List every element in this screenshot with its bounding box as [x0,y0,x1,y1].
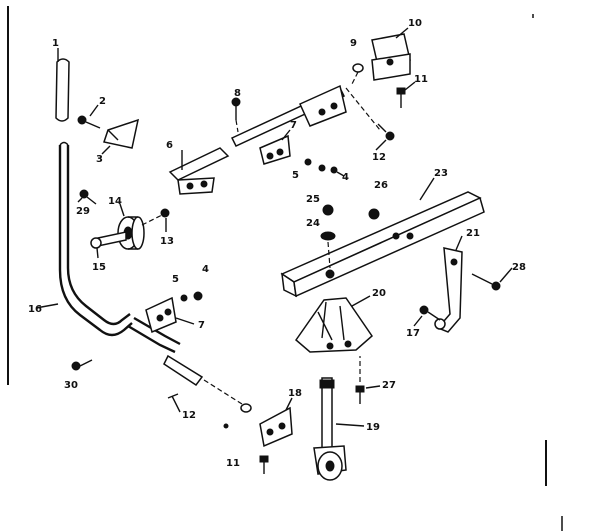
part-19-caster [313,377,347,481]
part-16-shift-rod [58,141,204,387]
leader-lines [35,27,513,427]
label-16: 16 [28,304,42,315]
part-2-screw [77,115,101,129]
label-28: 28 [512,262,526,273]
part-17-screw [419,305,441,321]
label-7-upper: 7 [290,120,297,131]
part-25-nut [322,204,334,216]
label-10: 10 [408,18,422,29]
part-26-nut [368,208,380,220]
part-5-washer-lower [180,294,188,302]
part-9-washer [351,63,364,85]
part-27-screw [355,356,365,404]
label-4-lower: 4 [202,264,209,275]
part-7-lower-bracket [145,296,177,334]
label-11-upper: 11 [414,74,428,85]
label-11-lower: 11 [226,458,240,469]
part-7-upper-rod [230,84,381,165]
part-6-bracket [168,147,230,195]
label-26: 26 [374,180,388,191]
part-11-screw-lower [259,455,269,474]
part-12-pin-upper [377,123,395,141]
label-13: 13 [160,236,174,247]
part-13-nut [141,208,170,226]
part-12-pin-lower [167,393,181,413]
label-27: 27 [382,380,396,391]
part-24-washer [320,231,336,269]
part-21-arm [434,247,463,333]
label-4-upper: 4 [342,172,349,183]
label-14: 14 [108,196,122,207]
label-24: 24 [306,218,320,229]
label-29: 29 [76,206,90,217]
label-15: 15 [92,262,106,273]
label-21: 21 [466,228,480,239]
part-10-clip [371,33,411,81]
label-5-lower: 5 [172,274,179,285]
part-4-nut-upper [330,166,345,177]
part-30-screw [71,359,93,371]
label-18: 18 [288,388,302,399]
part-11-screw-upper [396,87,406,108]
part-23-channel [280,191,485,298]
label-3: 3 [96,154,103,165]
label-19: 19 [366,422,380,433]
part-20-housing [294,297,373,353]
part-1-handle-grip [55,48,70,122]
part-15-axle [90,231,127,249]
label-2: 2 [99,96,106,107]
label-30: 30 [64,380,78,391]
label-9: 9 [350,38,357,49]
label-7-lower: 7 [198,320,205,331]
part-8-screw [231,97,241,133]
label-20: 20 [372,288,386,299]
label-8: 8 [234,88,241,99]
label-17: 17 [406,328,420,339]
label-1: 1 [52,38,59,49]
label-23: 23 [434,168,448,179]
part-28-screw [471,273,501,291]
label-6: 6 [166,140,173,151]
part-18-bracket [259,406,293,448]
part-4-nut-lower [193,291,203,301]
part-3-bracket [103,118,140,149]
label-12-upper: 12 [372,152,386,163]
label-5-upper: 5 [292,170,299,181]
label-25: 25 [306,194,320,205]
part-29-screw [79,189,97,205]
part-5-washer-upper [304,158,326,172]
part-labels: 1 2 3 6 8 7 9 10 11 12 5 4 14 29 13 15 5… [28,18,526,469]
label-12-lower: 12 [182,410,196,421]
washer-lower [203,379,252,429]
